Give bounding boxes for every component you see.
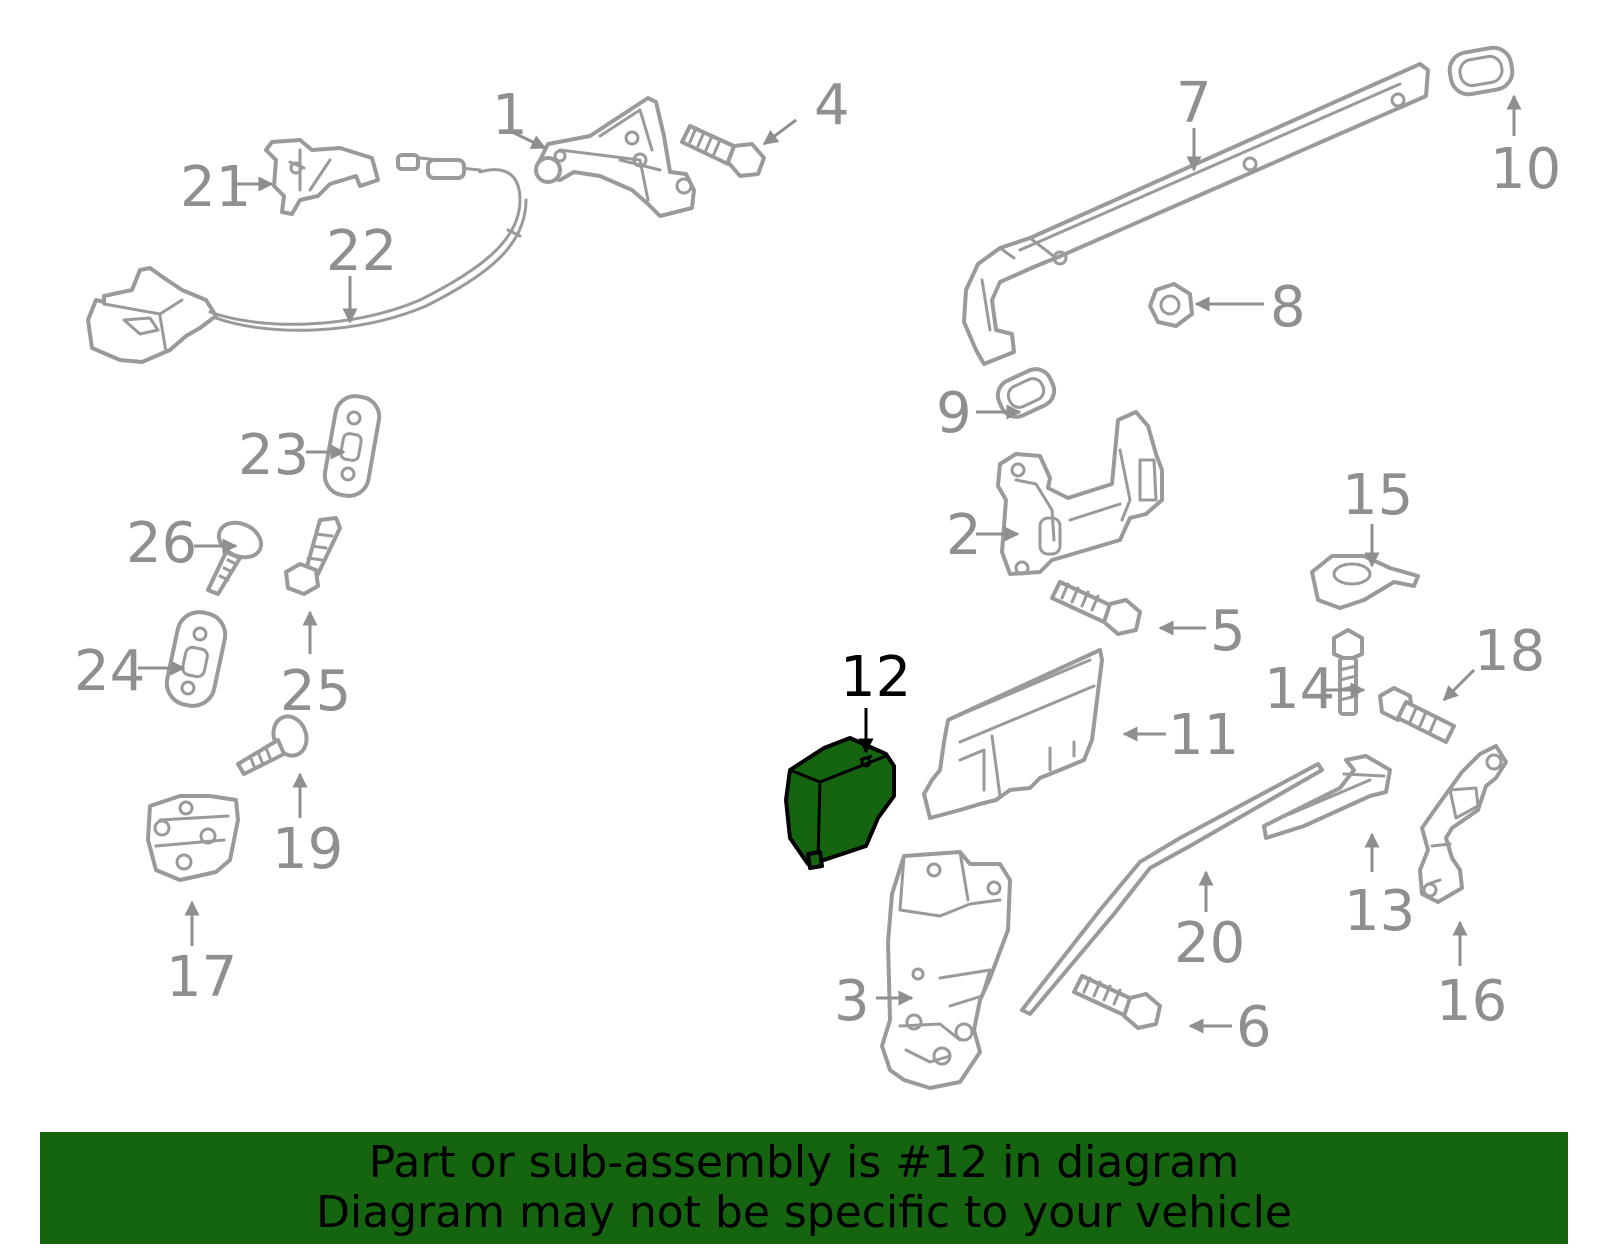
- callout-23: 23: [238, 423, 309, 488]
- part-14-bolt[interactable]: [1332, 628, 1364, 716]
- banner-line-1: Part or sub-assembly is #12 in diagram: [368, 1137, 1240, 1188]
- part-6-bolt[interactable]: [1072, 974, 1162, 1030]
- part-13-trim-strip[interactable]: [1262, 754, 1392, 840]
- callout-16: 16: [1436, 969, 1507, 1034]
- callout-21: 21: [180, 155, 251, 220]
- leader-lines: [138, 94, 1522, 1034]
- callout-9: 9: [936, 381, 972, 446]
- callout-25: 25: [280, 659, 351, 724]
- callout-22: 22: [326, 219, 397, 284]
- part-25-bolt[interactable]: [284, 516, 342, 596]
- part-2-door-hinge[interactable]: [996, 410, 1164, 576]
- callout-3: 3: [834, 969, 870, 1034]
- part-26-screw[interactable]: [206, 516, 267, 596]
- part-21-latch-bracket[interactable]: [264, 138, 380, 216]
- callout-26: 26: [126, 511, 197, 576]
- callout-4: 4: [814, 73, 850, 138]
- callout-24: 24: [74, 639, 145, 704]
- callout-5: 5: [1210, 599, 1246, 664]
- callout-13: 13: [1344, 879, 1415, 944]
- part-12-highlighted[interactable]: [784, 736, 896, 870]
- part-24-plate[interactable]: [163, 608, 229, 710]
- part-22-release-cable[interactable]: [86, 153, 528, 364]
- part-5-bolt[interactable]: [1050, 580, 1142, 636]
- callout-14: 14: [1264, 657, 1335, 722]
- part-18-bolt[interactable]: [1378, 686, 1456, 744]
- banner-line-2: Diagram may not be specific to your vehi…: [316, 1187, 1292, 1238]
- callout-8: 8: [1270, 275, 1306, 340]
- callout-7: 7: [1176, 71, 1212, 136]
- part-3-door-latch[interactable]: [880, 850, 1012, 1090]
- part-20-weatherstrip[interactable]: [1020, 762, 1324, 1016]
- info-banner: Part or sub-assembly is #12 in diagram D…: [40, 1132, 1568, 1244]
- part-16-check-strap[interactable]: [1418, 744, 1508, 904]
- callout-10: 10: [1490, 137, 1561, 202]
- part-10-grommet[interactable]: [1447, 45, 1515, 97]
- part-17-striker[interactable]: [146, 794, 240, 882]
- callout-19: 19: [272, 817, 343, 882]
- callout-2: 2: [946, 503, 982, 568]
- callout-1: 1: [492, 83, 528, 148]
- part-7-hinge-arm[interactable]: [962, 62, 1430, 366]
- part-4-bolt[interactable]: [680, 124, 766, 178]
- part-11-panel[interactable]: [922, 648, 1104, 820]
- callout-6: 6: [1236, 995, 1272, 1060]
- callout-17: 17: [166, 945, 237, 1010]
- part-8-nut[interactable]: [1148, 282, 1194, 328]
- callout-11: 11: [1168, 703, 1239, 768]
- part-15-bumper[interactable]: [1310, 554, 1420, 610]
- part-19-screw[interactable]: [236, 712, 312, 776]
- part-23-plate[interactable]: [322, 393, 383, 499]
- callout-18: 18: [1474, 619, 1545, 684]
- callout-labels: 1 2 3 4 5 6 7 8 9 10 11 12 13 14 15 16 1…: [74, 71, 1561, 1060]
- callout-12: 12: [840, 645, 911, 710]
- part-1-hood-hinge[interactable]: [534, 96, 696, 218]
- callout-20: 20: [1174, 911, 1245, 976]
- callout-15: 15: [1342, 463, 1413, 528]
